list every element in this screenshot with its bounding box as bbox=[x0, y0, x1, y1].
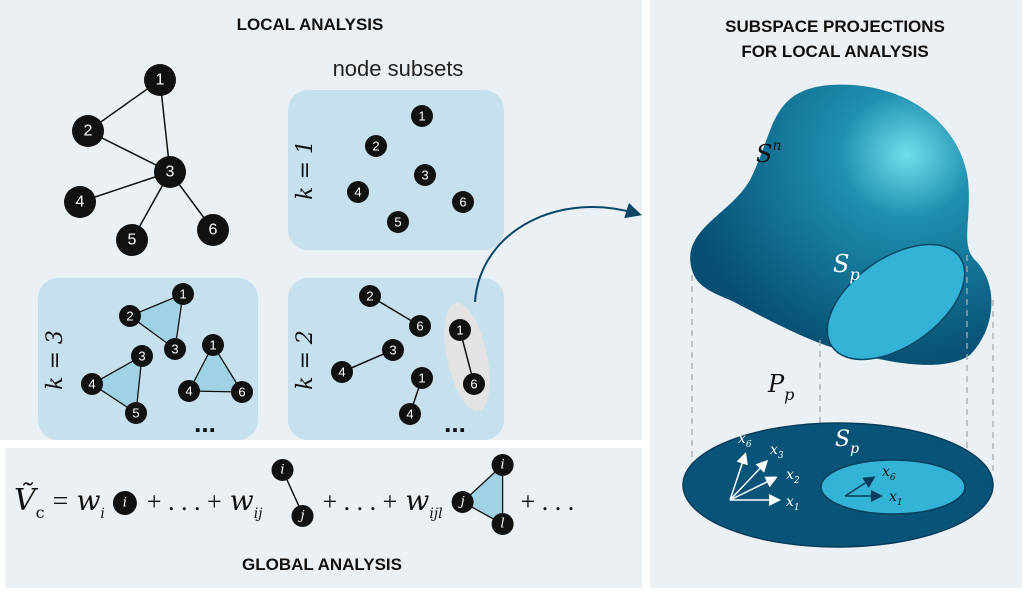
right-title-line2: FOR LOCAL ANALYSIS bbox=[741, 42, 928, 61]
eq-equals: = bbox=[53, 486, 69, 517]
svg-text:2: 2 bbox=[84, 123, 93, 140]
svg-text:4: 4 bbox=[76, 194, 85, 211]
svg-text:3: 3 bbox=[171, 342, 178, 357]
eq-plus-dots-2: + . . . + bbox=[323, 487, 398, 516]
global-title: GLOBAL ANALYSIS bbox=[242, 555, 402, 574]
eq-wijl: wijl bbox=[405, 484, 442, 522]
svg-text:4: 4 bbox=[338, 365, 345, 380]
plane-subspace-label: Sp bbox=[835, 427, 859, 457]
eq-lhs: Ṽc bbox=[14, 482, 45, 522]
axis-x6: x6 bbox=[738, 431, 752, 450]
svg-text:i: i bbox=[280, 463, 284, 478]
svg-text:3: 3 bbox=[138, 349, 145, 364]
projection-plane: Sp x6 x3 x2 x1 x6 x1 bbox=[682, 422, 994, 548]
svg-text:...: ... bbox=[194, 408, 216, 438]
svg-text:j: j bbox=[298, 509, 305, 524]
svg-text:6: 6 bbox=[238, 385, 245, 400]
axis-x3: x3 bbox=[770, 442, 784, 461]
svg-text:5: 5 bbox=[394, 215, 401, 230]
svg-text:1: 1 bbox=[418, 109, 425, 124]
svg-text:1: 1 bbox=[209, 338, 216, 353]
projection-arrow bbox=[474, 202, 642, 303]
svg-text:k = 2: k = 2 bbox=[293, 330, 318, 390]
svg-text:1: 1 bbox=[179, 287, 186, 302]
svg-text:l: l bbox=[501, 517, 505, 532]
svg-text:6: 6 bbox=[209, 222, 218, 239]
svg-text:...: ... bbox=[444, 408, 466, 438]
manifold-label: Sn bbox=[756, 138, 781, 168]
projection-lines bbox=[691, 255, 994, 487]
svg-text:2: 2 bbox=[126, 309, 133, 324]
axis-x2: x2 bbox=[786, 467, 800, 486]
svg-text:k = 3: k = 3 bbox=[43, 330, 68, 390]
svg-text:3: 3 bbox=[166, 164, 175, 181]
svg-text:4: 4 bbox=[88, 377, 95, 392]
subspace-label: Sp bbox=[833, 250, 860, 284]
svg-text:1: 1 bbox=[456, 323, 463, 338]
svg-text:1: 1 bbox=[156, 72, 165, 89]
axis-x1: x1 bbox=[786, 494, 800, 513]
svg-text:i: i bbox=[501, 458, 505, 473]
eq-tail: + . . . bbox=[521, 487, 575, 516]
svg-text:4: 4 bbox=[354, 185, 361, 200]
subset-k2: k = 2 2 6 3 4 1 4 1 6 ... bbox=[288, 278, 504, 440]
svg-text:2: 2 bbox=[366, 289, 373, 304]
node-3: 3 bbox=[154, 156, 186, 188]
svg-text:5: 5 bbox=[132, 406, 139, 421]
inner-axis-x6: x6 bbox=[882, 464, 896, 483]
global-panel bbox=[5, 448, 642, 588]
svg-text:3: 3 bbox=[421, 168, 428, 183]
svg-text:4: 4 bbox=[406, 407, 413, 422]
svg-text:1: 1 bbox=[418, 371, 425, 386]
svg-text:k = 1: k = 1 bbox=[293, 140, 318, 200]
projection-label: Pp bbox=[767, 370, 794, 404]
eq-triangle-ijl: i j l bbox=[451, 454, 514, 535]
svg-text:i: i bbox=[123, 496, 127, 511]
right-title-line1: SUBSPACE PROJECTIONS bbox=[725, 17, 945, 36]
subset-k3: k = 3 1 2 3 3 4 5 1 4 6 ... bbox=[38, 278, 258, 440]
svg-text:3: 3 bbox=[389, 343, 396, 358]
local-title: LOCAL ANALYSIS bbox=[237, 15, 384, 34]
svg-text:j: j bbox=[458, 495, 465, 510]
inner-axis-x1: x1 bbox=[889, 489, 903, 508]
eq-wi: wi bbox=[76, 484, 104, 522]
node-4: 4 bbox=[64, 186, 96, 218]
svg-text:6: 6 bbox=[459, 195, 466, 210]
eq-wij: wij bbox=[230, 484, 263, 522]
eq-node-i: i bbox=[112, 491, 137, 515]
eq-plus-dots-1: + . . . + bbox=[147, 487, 222, 516]
node-1: 1 bbox=[144, 64, 176, 96]
svg-text:5: 5 bbox=[128, 232, 137, 249]
node-6: 6 bbox=[197, 214, 229, 246]
svg-text:2: 2 bbox=[372, 139, 379, 154]
subsets-label: node subsets bbox=[333, 56, 464, 81]
manifold: Sn Sp bbox=[690, 84, 992, 365]
svg-text:6: 6 bbox=[416, 319, 423, 334]
node-5: 5 bbox=[116, 224, 148, 256]
svg-text:6: 6 bbox=[470, 377, 477, 392]
node-2: 2 bbox=[72, 115, 104, 147]
svg-text:4: 4 bbox=[185, 384, 192, 399]
subset-k1: k = 1 1 2 3 4 5 6 bbox=[288, 90, 504, 250]
global-equation: Ṽc = wi i + . . . + wij i j + . . . + wi… bbox=[14, 454, 574, 535]
full-graph: 1 2 3 4 5 6 bbox=[64, 64, 229, 256]
eq-edge-ij: i j bbox=[271, 459, 314, 527]
